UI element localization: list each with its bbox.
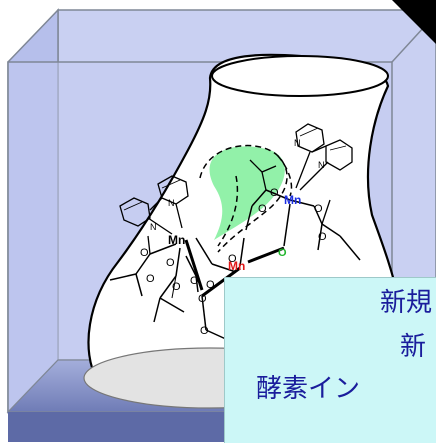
oxygen-atom-green: O bbox=[278, 247, 287, 259]
active-site-outline-right bbox=[277, 155, 293, 197]
nitrogen-label: N bbox=[168, 198, 175, 208]
oxygen-label: O bbox=[166, 257, 175, 269]
active-site-outline-inner bbox=[217, 175, 239, 247]
oxygen-label: O bbox=[200, 325, 209, 337]
mn-cluster-bonds bbox=[109, 189, 361, 341]
nitrogen-label: N bbox=[318, 160, 325, 170]
oxygen-label: O bbox=[314, 203, 323, 215]
mn-atom-red: Mn bbox=[228, 259, 245, 273]
oxygen-label: O bbox=[146, 273, 155, 285]
corner-triangle bbox=[392, 0, 436, 44]
nitrogen-label: N bbox=[150, 222, 157, 232]
nitrogen-label: N bbox=[294, 138, 301, 148]
oxygen-label: O bbox=[270, 187, 279, 199]
oxygen-label: O bbox=[140, 247, 149, 259]
oxygen-label: O bbox=[258, 203, 267, 215]
oxygen-label: O bbox=[318, 231, 327, 243]
oxygen-label: O bbox=[228, 253, 237, 265]
bipyridine-ligand-left bbox=[119, 175, 189, 235]
oxygen-label: O bbox=[198, 293, 207, 305]
oxygen-label: O bbox=[172, 281, 181, 293]
oxygen-label: O bbox=[190, 275, 199, 287]
cage-opening bbox=[211, 55, 389, 97]
overlay-title-line3: 酵素イン bbox=[256, 374, 361, 404]
carboxylate-groups bbox=[147, 159, 331, 255]
overlay-title-line1: 新規 bbox=[380, 288, 433, 318]
mn-atom-blue: Mn bbox=[284, 193, 301, 207]
mn-atom-left: Mn bbox=[168, 233, 185, 247]
overlay-panel bbox=[224, 277, 436, 443]
overlay-title-line2: 新 bbox=[400, 332, 427, 362]
bipyridine-ligand-top bbox=[295, 123, 353, 191]
oxygen-label: O bbox=[206, 279, 215, 291]
